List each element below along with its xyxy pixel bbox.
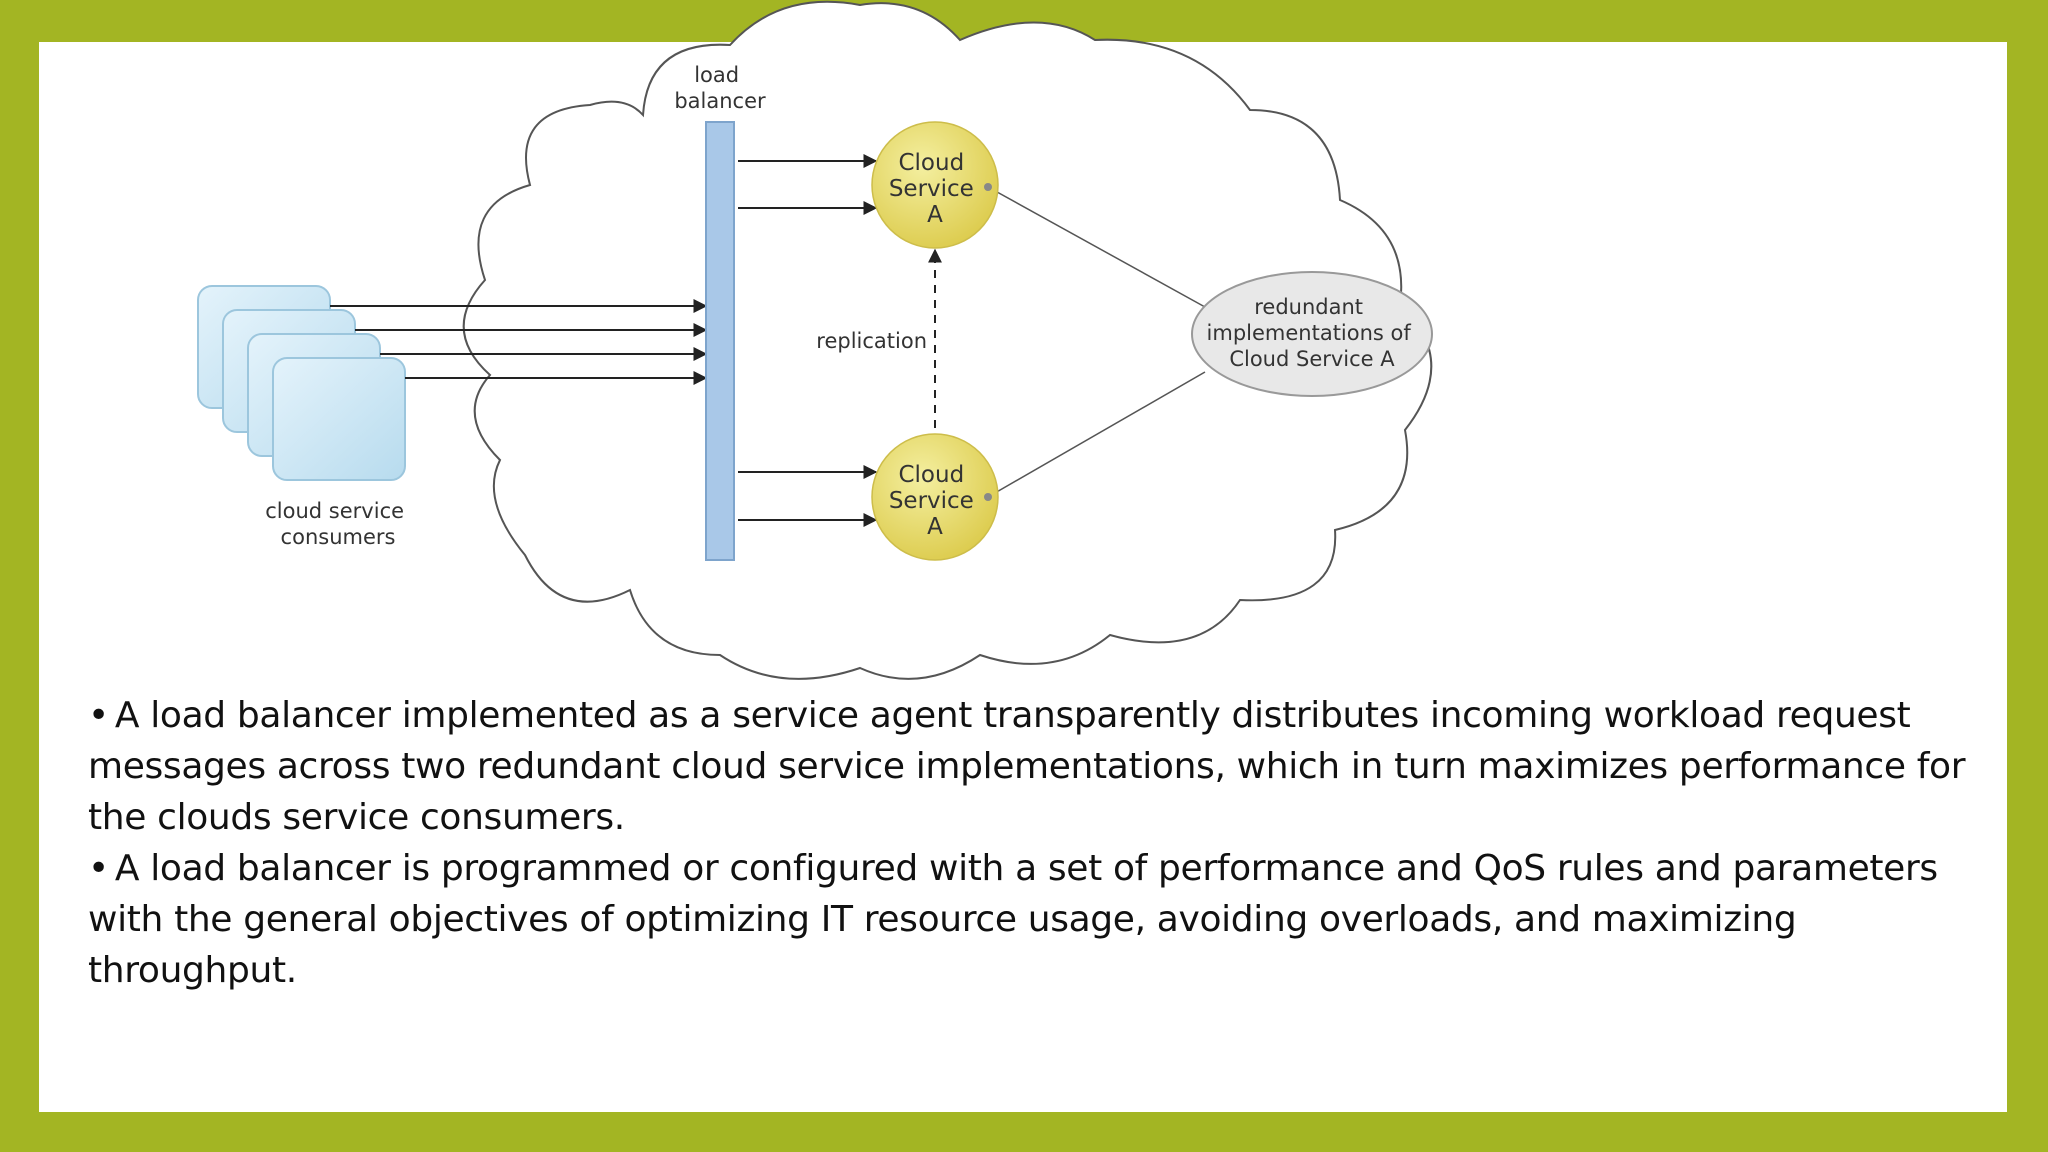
consumer-request-arrows <box>330 299 708 385</box>
bullet-marker: • <box>88 695 109 736</box>
consumers-label: cloud service consumers <box>265 499 410 549</box>
load-balancer-label: load balancer <box>674 63 766 113</box>
redundancy-connector-lines <box>987 186 1206 498</box>
cloud-service-a-top-label: Cloud Service A <box>889 150 981 228</box>
bullet-item: •A load balancer implemented as a servic… <box>88 690 1988 843</box>
load-balancer-bar <box>705 121 735 561</box>
bullet-text-line: with the general objectives of optimizin… <box>88 899 1797 991</box>
cloud-service-a-bottom <box>871 433 999 561</box>
bullet-text-line: A load balancer is programmed or configu… <box>114 848 1938 889</box>
bullet-marker: • <box>88 848 109 889</box>
bullet-text-line: messages across two redundant cloud serv… <box>88 746 1966 787</box>
bullet-item: •A load balancer is programmed or config… <box>88 843 1988 996</box>
load-balancer-output-arrows <box>738 154 878 527</box>
cloud-service-a-top <box>871 121 999 249</box>
replication-label: replication <box>816 329 927 353</box>
cloud-service-consumers-icon <box>197 285 406 481</box>
service-connector-dot <box>984 493 992 501</box>
bullet-list: •A load balancer implemented as a servic… <box>88 690 1988 996</box>
bullet-text-line: A load balancer implemented as a service… <box>114 695 1911 736</box>
bullet-text-line: the clouds service consumers. <box>88 797 625 838</box>
redundant-implementations-label: redundant implementations of Cloud Servi… <box>1207 295 1418 371</box>
service-connector-dot <box>984 183 992 191</box>
redundant-implementations-callout <box>1191 271 1433 397</box>
cloud-service-a-bottom-label: Cloud Service A <box>889 462 981 540</box>
